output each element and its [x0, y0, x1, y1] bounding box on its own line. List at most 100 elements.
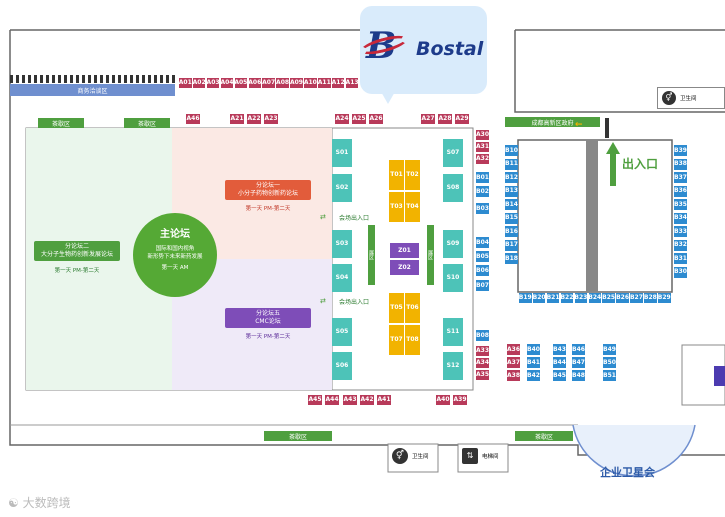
booth-a39[interactable]: A39 — [453, 395, 467, 405]
booth-b07[interactable]: B07 — [476, 280, 489, 291]
booth-b32[interactable]: B32 — [674, 239, 687, 251]
booth-a30[interactable]: A30 — [476, 130, 489, 140]
booth-b11[interactable]: B11 — [505, 158, 518, 170]
booth-b16[interactable]: B16 — [505, 226, 518, 237]
booth-s07[interactable]: S07 — [443, 139, 463, 167]
main-forum-circle[interactable]: 主论坛 国际和国内视角 新形势下未来新药发展 第一天 AM — [133, 213, 217, 297]
booth-b41[interactable]: B41 — [527, 357, 540, 368]
booth-a31[interactable]: A31 — [476, 142, 489, 152]
booth-s11[interactable]: S11 — [443, 318, 463, 346]
booth-a10[interactable]: A10 — [303, 78, 317, 88]
booth-t05[interactable]: T05 — [389, 293, 404, 323]
booth-b48[interactable]: B48 — [572, 370, 585, 381]
booth-a41[interactable]: A41 — [377, 395, 391, 405]
booth-a12[interactable]: A12 — [331, 78, 345, 88]
booth-t08[interactable]: T08 — [405, 325, 420, 355]
booth-b04[interactable]: B04 — [476, 237, 489, 248]
booth-b19[interactable]: B19 — [518, 293, 532, 303]
venue-exit-2[interactable]: 会场出入口 — [339, 299, 370, 306]
booth-a21[interactable]: A21 — [230, 114, 244, 124]
booth-a34[interactable]: A34 — [476, 358, 489, 368]
booth-b06[interactable]: B06 — [476, 265, 489, 276]
booth-a25[interactable]: A25 — [352, 114, 366, 124]
booth-b31[interactable]: B31 — [674, 253, 687, 264]
booth-s09[interactable]: S09 — [443, 230, 463, 258]
booth-a02[interactable]: A02 — [192, 78, 206, 88]
booth-b12[interactable]: B12 — [505, 172, 518, 183]
booth-b20[interactable]: B20 — [532, 293, 546, 303]
booth-b05[interactable]: B05 — [476, 251, 489, 262]
forum-five-tag[interactable]: 分论坛五 CMC论坛 — [225, 308, 311, 328]
booth-a04[interactable]: A04 — [220, 78, 234, 88]
booth-a44[interactable]: A44 — [325, 395, 339, 405]
booth-b35[interactable]: B35 — [674, 199, 687, 210]
exit-label[interactable]: 出入口 — [622, 157, 659, 171]
booth-a28[interactable]: A28 — [438, 114, 452, 124]
booth-a35[interactable]: A35 — [476, 370, 489, 380]
booth-b23[interactable]: B23 — [574, 293, 588, 303]
booth-b27[interactable]: B27 — [629, 293, 643, 303]
elevator[interactable]: ⇅ 电梯间 — [462, 448, 499, 464]
booth-a13[interactable]: A13 — [345, 78, 359, 88]
booth-b46[interactable]: B46 — [572, 344, 585, 355]
booth-a09[interactable]: A09 — [289, 78, 303, 88]
booth-a27[interactable]: A27 — [421, 114, 435, 124]
booth-b38[interactable]: B38 — [674, 158, 687, 170]
booth-b50[interactable]: B50 — [603, 357, 616, 368]
booth-b22[interactable]: B22 — [560, 293, 574, 303]
booth-b44[interactable]: B44 — [553, 357, 566, 368]
booth-b13[interactable]: B13 — [505, 185, 518, 197]
booth-b21[interactable]: B21 — [546, 293, 560, 303]
booth-a42[interactable]: A42 — [360, 395, 374, 405]
booth-a01[interactable]: A01 — [178, 78, 192, 88]
booth-a11[interactable]: A11 — [317, 78, 331, 88]
booth-s05[interactable]: S05 — [332, 318, 352, 346]
booth-a24[interactable]: A24 — [335, 114, 349, 124]
booth-t07[interactable]: T07 — [389, 325, 404, 355]
booth-a36[interactable]: A36 — [507, 344, 520, 355]
booth-a45[interactable]: A45 — [308, 395, 322, 405]
booth-b39[interactable]: B39 — [674, 145, 687, 156]
booth-b40[interactable]: B40 — [527, 344, 540, 355]
booth-a29[interactable]: A29 — [455, 114, 469, 124]
booth-b01[interactable]: B01 — [476, 172, 489, 183]
booth-s08[interactable]: S08 — [443, 174, 463, 202]
booth-b30[interactable]: B30 — [674, 266, 687, 278]
booth-s10[interactable]: S10 — [443, 264, 463, 292]
booth-b36[interactable]: B36 — [674, 185, 687, 197]
booth-b42[interactable]: B42 — [527, 370, 540, 381]
forum-one-tag[interactable]: 分论坛一 小分子药物创新药论坛 — [225, 180, 311, 200]
booth-t03[interactable]: T03 — [389, 192, 404, 222]
booth-a26[interactable]: A26 — [369, 114, 383, 124]
booth-s12[interactable]: S12 — [443, 352, 463, 380]
booth-a38[interactable]: A38 — [507, 370, 520, 381]
booth-a22[interactable]: A22 — [247, 114, 261, 124]
forum-two-tag[interactable]: 分论坛二 大分子生物药创新发展论坛 — [34, 241, 120, 261]
booth-a46[interactable]: A46 — [186, 114, 200, 124]
booth-b37[interactable]: B37 — [674, 172, 687, 183]
booth-b03[interactable]: B03 — [476, 203, 489, 214]
booth-a37[interactable]: A37 — [507, 357, 520, 368]
booth-z01[interactable]: Z01 — [390, 243, 419, 258]
booth-a05[interactable]: A05 — [234, 78, 248, 88]
booth-b14[interactable]: B14 — [505, 199, 518, 210]
booth-s03[interactable]: S03 — [332, 230, 352, 258]
booth-b34[interactable]: B34 — [674, 212, 687, 224]
venue-exit-1[interactable]: 会场出入口 — [339, 215, 370, 222]
booth-a23[interactable]: A23 — [264, 114, 278, 124]
booth-t02[interactable]: T02 — [405, 160, 420, 190]
booth-a06[interactable]: A06 — [248, 78, 262, 88]
booth-b47[interactable]: B47 — [572, 357, 585, 368]
booth-b33[interactable]: B33 — [674, 226, 687, 237]
booth-b17[interactable]: B17 — [505, 239, 518, 251]
booth-b02[interactable]: B02 — [476, 186, 489, 197]
booth-b43[interactable]: B43 — [553, 344, 566, 355]
booth-s02[interactable]: S02 — [332, 174, 352, 202]
booth-b26[interactable]: B26 — [616, 293, 630, 303]
booth-b51[interactable]: B51 — [603, 370, 616, 381]
booth-b45[interactable]: B45 — [553, 370, 566, 381]
booth-a40[interactable]: A40 — [436, 395, 450, 405]
booth-s04[interactable]: S04 — [332, 264, 352, 292]
booth-b18[interactable]: B18 — [505, 253, 518, 264]
booth-b15[interactable]: B15 — [505, 212, 518, 224]
